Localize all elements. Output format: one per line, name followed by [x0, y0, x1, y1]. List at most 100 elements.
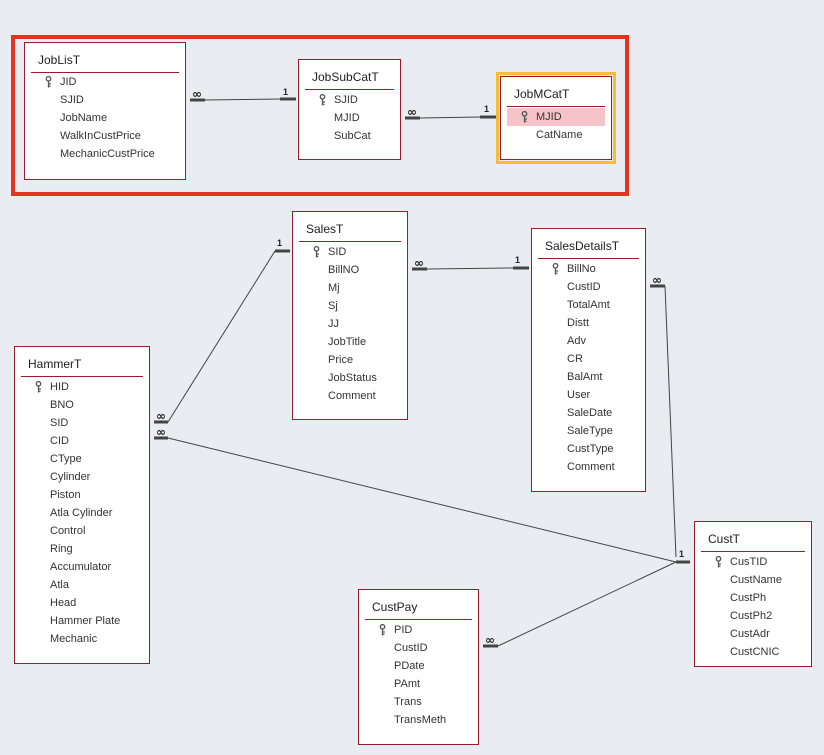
table-title[interactable]: JobSubCatT [312, 70, 379, 84]
field-row[interactable]: SID [299, 243, 401, 261]
field-row[interactable]: BillNO [299, 261, 401, 279]
field-row[interactable]: Comment [538, 458, 639, 476]
field-name: Distt [567, 317, 589, 329]
table-title[interactable]: JobMCatT [514, 87, 570, 101]
field-row[interactable]: SID [21, 414, 143, 432]
field-row[interactable]: CustType [538, 440, 639, 458]
field-row[interactable]: CR [538, 350, 639, 368]
field-row[interactable]: Sj [299, 297, 401, 315]
field-row[interactable]: Cylinder [21, 468, 143, 486]
field-row[interactable]: SaleDate [538, 404, 639, 422]
field-row[interactable]: Adv [538, 332, 639, 350]
field-row[interactable]: CType [21, 450, 143, 468]
field-row[interactable]: CustCNIC [701, 643, 805, 661]
field-name: MJID [334, 112, 360, 124]
field-name: CustID [567, 281, 601, 293]
field-row[interactable]: CatName [507, 126, 605, 144]
field-row[interactable]: Atla [21, 576, 143, 594]
field-row[interactable]: SaleType [538, 422, 639, 440]
field-name: CustType [567, 443, 614, 455]
field-name: CustName [730, 574, 782, 586]
primary-key-icon [35, 381, 42, 393]
field-row[interactable]: CID [21, 432, 143, 450]
primary-key-icon [552, 263, 559, 275]
field-row[interactable]: Price [299, 351, 401, 369]
table-title[interactable]: CustT [708, 532, 741, 546]
field-row[interactable]: MechanicCustPrice [31, 145, 179, 163]
field-row[interactable]: CustID [538, 278, 639, 296]
field-row[interactable]: Comment [299, 387, 401, 405]
title-divider [507, 106, 605, 107]
field-row[interactable]: BNO [21, 396, 143, 414]
field-row[interactable]: Distt [538, 314, 639, 332]
field-name: JobStatus [328, 372, 377, 384]
table-title[interactable]: JobLisT [38, 53, 81, 67]
field-row[interactable]: Trans [365, 693, 472, 711]
field-row[interactable]: Hammer Plate [21, 612, 143, 630]
field-row[interactable]: PDate [365, 657, 472, 675]
field-row[interactable]: CustPh [701, 589, 805, 607]
field-row[interactable]: MJID [507, 108, 605, 126]
field-name: JJ [328, 318, 339, 330]
field-row[interactable]: JJ [299, 315, 401, 333]
field-row[interactable]: TotalAmt [538, 296, 639, 314]
many-cardinality-label: ∞ [156, 409, 166, 423]
field-row[interactable]: Accumulator [21, 558, 143, 576]
field-row[interactable]: SJID [305, 91, 394, 109]
field-name: SID [328, 246, 347, 258]
table-title[interactable]: SalesT [306, 222, 344, 236]
primary-key-icon [379, 624, 386, 636]
field-row[interactable]: MJID [305, 109, 394, 127]
field-name: Mj [328, 282, 340, 294]
field-row[interactable]: Head [21, 594, 143, 612]
field-row[interactable]: CustPh2 [701, 607, 805, 625]
field-name: CR [567, 353, 583, 365]
field-row[interactable]: PID [365, 621, 472, 639]
relationship-line [497, 561, 677, 647]
field-row[interactable]: BillNo [538, 260, 639, 278]
field-row[interactable]: Mj [299, 279, 401, 297]
field-row[interactable]: Atla Cylinder [21, 504, 143, 522]
field-row[interactable]: PAmt [365, 675, 472, 693]
table-title[interactable]: CustPay [372, 600, 418, 614]
field-row[interactable]: CusTID [701, 553, 805, 571]
table-jobsubcatt[interactable]: JobSubCatT SJID MJID SubCat [298, 59, 401, 160]
field-row[interactable]: SJID [31, 91, 179, 109]
field-row[interactable]: Control [21, 522, 143, 540]
field-row[interactable]: CustAdr [701, 625, 805, 643]
field-name: CID [50, 435, 69, 447]
field-row[interactable]: TransMeth [365, 711, 472, 729]
field-name: Cylinder [50, 471, 91, 483]
table-title[interactable]: SalesDetailsT [545, 239, 620, 253]
table-title[interactable]: HammerT [28, 357, 82, 371]
primary-key-icon [45, 76, 52, 88]
field-name: SJID [60, 94, 84, 106]
field-row[interactable]: Mechanic [21, 630, 143, 648]
field-row[interactable]: Ring [21, 540, 143, 558]
field-row[interactable]: User [538, 386, 639, 404]
field-row[interactable]: CustName [701, 571, 805, 589]
field-row[interactable]: JobName [31, 109, 179, 127]
field-row[interactable]: JobStatus [299, 369, 401, 387]
field-row[interactable]: BalAmt [538, 368, 639, 386]
field-row[interactable]: CustID [365, 639, 472, 657]
field-row[interactable]: Piston [21, 486, 143, 504]
field-row[interactable]: WalkInCustPrice [31, 127, 179, 145]
relationship-line [167, 250, 276, 423]
primary-key-icon [715, 556, 722, 568]
field-row[interactable]: JobTitle [299, 333, 401, 351]
field-name: Control [50, 525, 86, 537]
field-name: CustPh2 [730, 610, 773, 622]
field-row[interactable]: SubCat [305, 127, 394, 145]
field-row[interactable]: JID [31, 73, 179, 91]
field-name: HID [50, 381, 69, 393]
field-name: Mechanic [50, 633, 98, 645]
field-row[interactable]: HID [21, 378, 143, 396]
